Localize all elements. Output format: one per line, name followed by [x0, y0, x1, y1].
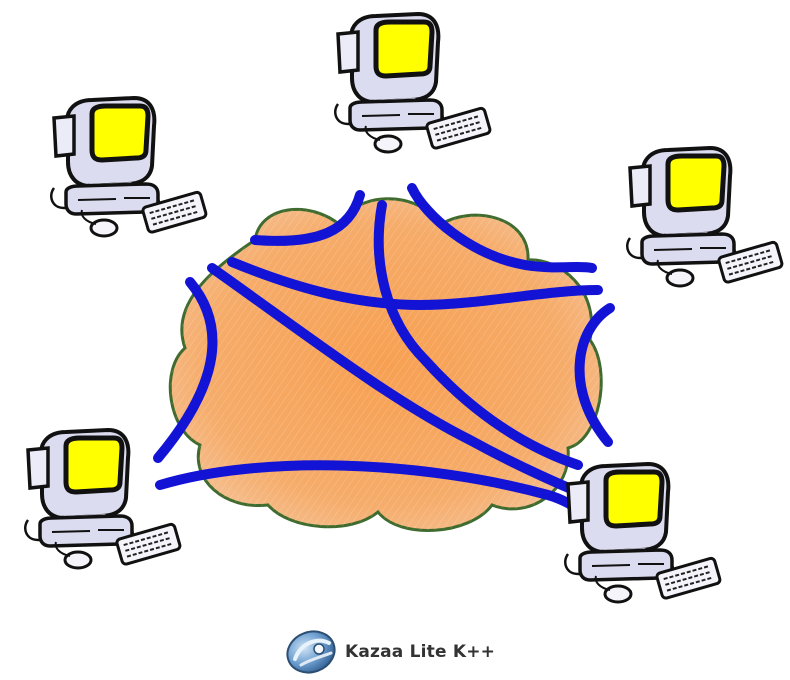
peer-upper-right — [627, 148, 783, 286]
link — [574, 303, 615, 447]
computer-icon — [335, 14, 491, 152]
computer-icon — [51, 98, 207, 236]
link — [250, 190, 365, 246]
link — [407, 183, 597, 273]
link — [155, 460, 587, 517]
link — [207, 263, 583, 497]
link — [373, 200, 583, 470]
link — [227, 257, 603, 311]
peer-lower-left — [25, 430, 181, 568]
kazaa-lite-logo-icon — [286, 630, 336, 674]
computer-icon — [565, 464, 721, 602]
peer-top — [335, 14, 491, 152]
network-links — [153, 183, 615, 517]
peer-lower-right — [565, 464, 721, 602]
brand-label: Kazaa Lite K++ — [345, 642, 496, 662]
link — [153, 277, 218, 463]
computer-icon — [627, 148, 783, 286]
peer-upper-left — [51, 98, 207, 236]
brand-caption: Kazaa Lite K++ — [283, 628, 495, 676]
computer-icon — [25, 430, 181, 568]
network-cloud — [168, 197, 603, 532]
